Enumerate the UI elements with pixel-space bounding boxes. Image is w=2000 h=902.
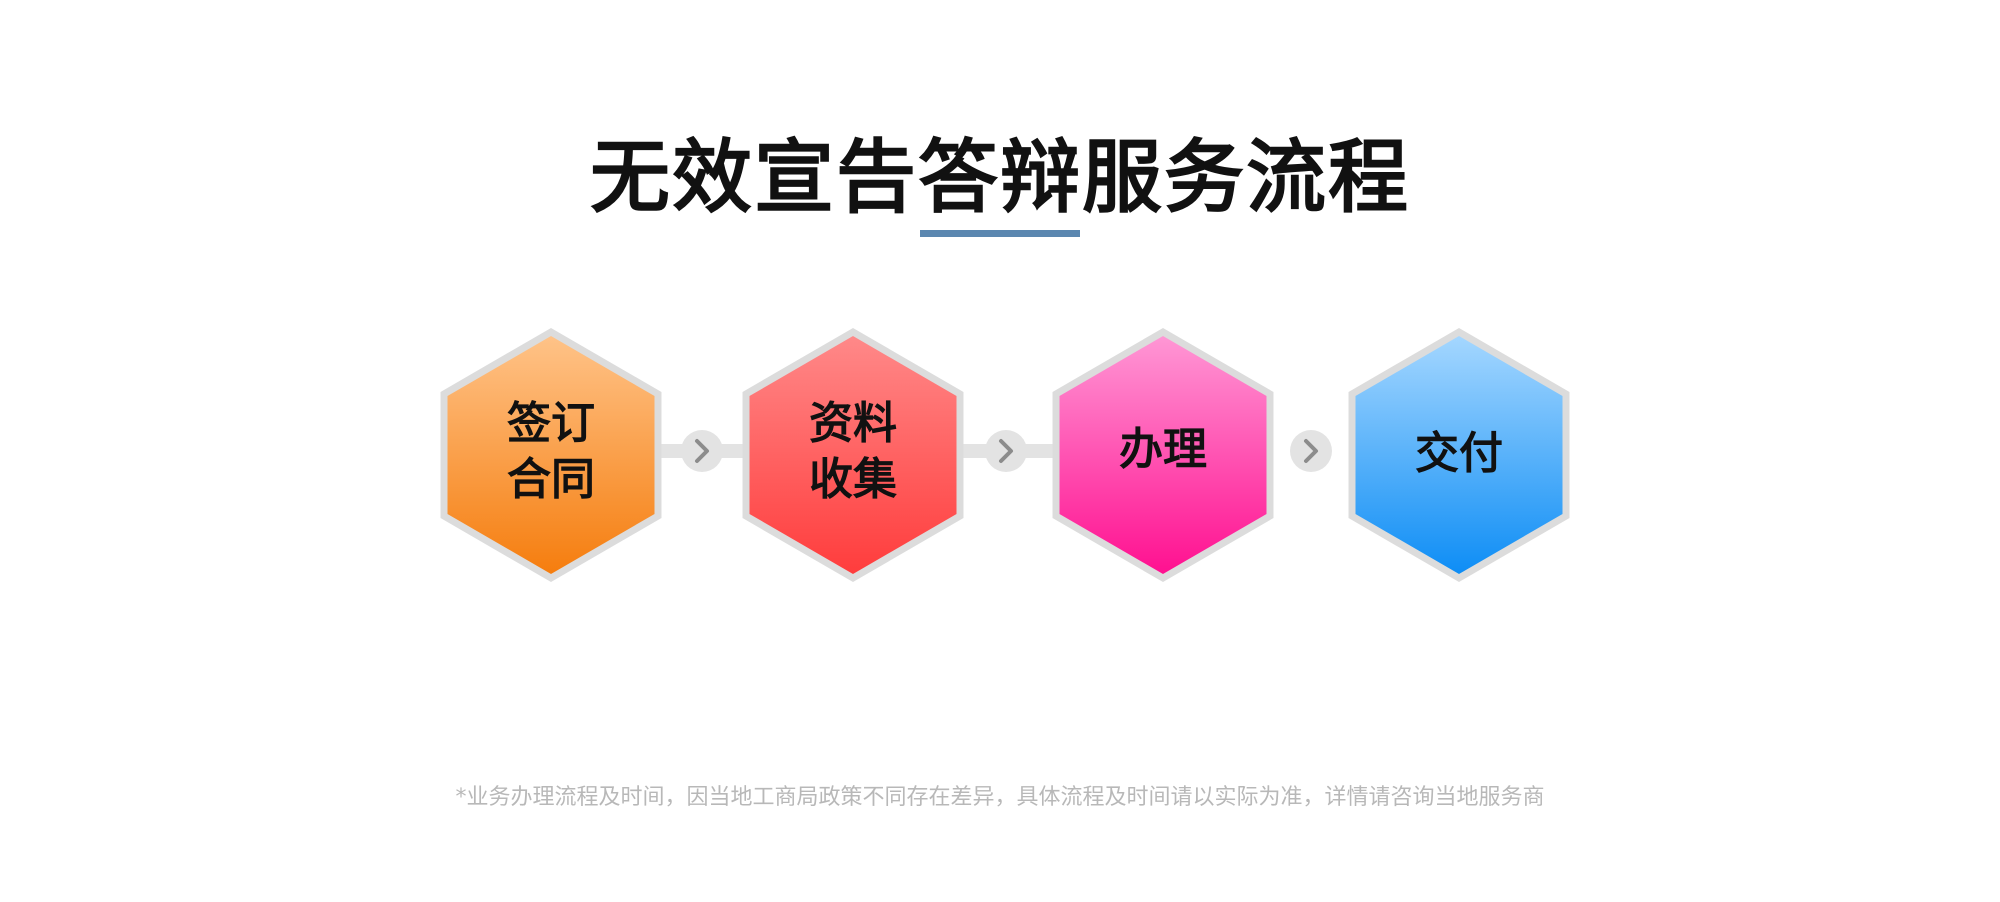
step-label-line: 收集 (809, 454, 897, 505)
step-label-line: 签订 (507, 398, 595, 449)
step-label-line: 合同 (507, 454, 595, 505)
connector-arrow-3 (1290, 430, 1332, 472)
connector-arrow-2 (985, 430, 1027, 472)
step-label-contract: 签订 合同 (451, 396, 651, 508)
chevron-right-icon (1304, 439, 1318, 463)
step-label-line: 交付 (1415, 428, 1503, 479)
step-hexagon-process (1052, 327, 1274, 583)
step-hexagon-contract (440, 327, 662, 583)
step-hexagon-deliver (1348, 327, 1570, 583)
step-label-collect: 资料 收集 (753, 396, 953, 508)
footnote: *业务办理流程及时间，因当地工商局政策不同存在差异，具体流程及时间请以实际为准，… (455, 785, 1545, 810)
step-label-line: 办理 (1119, 424, 1207, 475)
step-hexagon-collect (742, 327, 964, 583)
title-underline (920, 230, 1080, 237)
chevron-right-icon (695, 439, 709, 463)
chevron-right-icon (999, 439, 1013, 463)
step-label-deliver: 交付 (1359, 426, 1559, 482)
connector-arrow-1 (681, 430, 723, 472)
page-title: 无效宣告答辩服务流程 (590, 131, 1410, 224)
step-label-line: 资料 (809, 398, 897, 449)
step-label-process: 办理 (1063, 422, 1263, 478)
